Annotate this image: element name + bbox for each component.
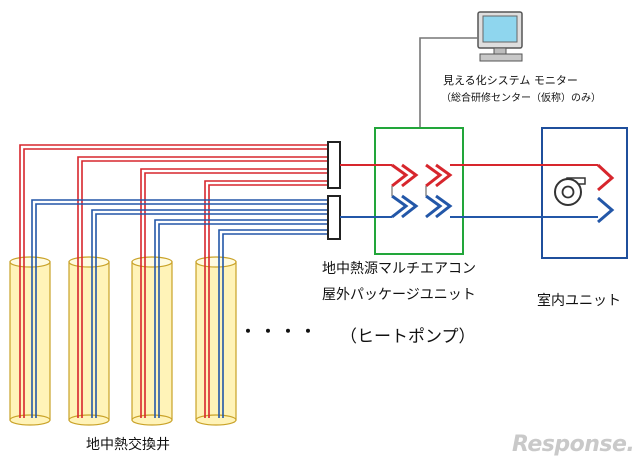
outdoor-unit-label-line1: 地中熱源マルチエアコン [322, 261, 476, 277]
outdoor-unit-box [374, 127, 464, 255]
well-3 [131, 256, 173, 426]
indoor-unit-label: 室内ユニット [537, 293, 621, 309]
response-watermark: Response. [512, 432, 635, 457]
monitor-sublabel: （総合研修センター（仮称）のみ） [441, 93, 601, 104]
monitor-screen [482, 15, 518, 43]
well-2 [68, 256, 110, 426]
more-wells-ellipsis: ・・・・ [240, 322, 321, 341]
outdoor-unit-label-line2: 屋外パッケージユニット [322, 287, 476, 303]
outdoor-unit-label-line3: （ヒートポンプ） [340, 327, 476, 347]
heat-exchange-wells [9, 256, 237, 426]
fan-icon [554, 177, 586, 206]
supply-header [327, 141, 341, 189]
monitor-label: 見える化システム モニター [443, 74, 578, 87]
header-to-exchanger-lines [340, 164, 392, 218]
heat-exchanger-coils [391, 163, 453, 219]
ground-return-pipes [31, 199, 330, 418]
well-4 [195, 256, 237, 426]
ground-supply-pipes [19, 144, 330, 418]
monitor-cable [419, 37, 478, 128]
indoor-unit-box [541, 127, 628, 259]
well-1 [9, 256, 51, 426]
monitor-icon [477, 11, 523, 62]
wells-label: 地中熱交換井 [86, 437, 170, 453]
return-header [327, 195, 341, 240]
refrigerant-lines [450, 163, 615, 224]
